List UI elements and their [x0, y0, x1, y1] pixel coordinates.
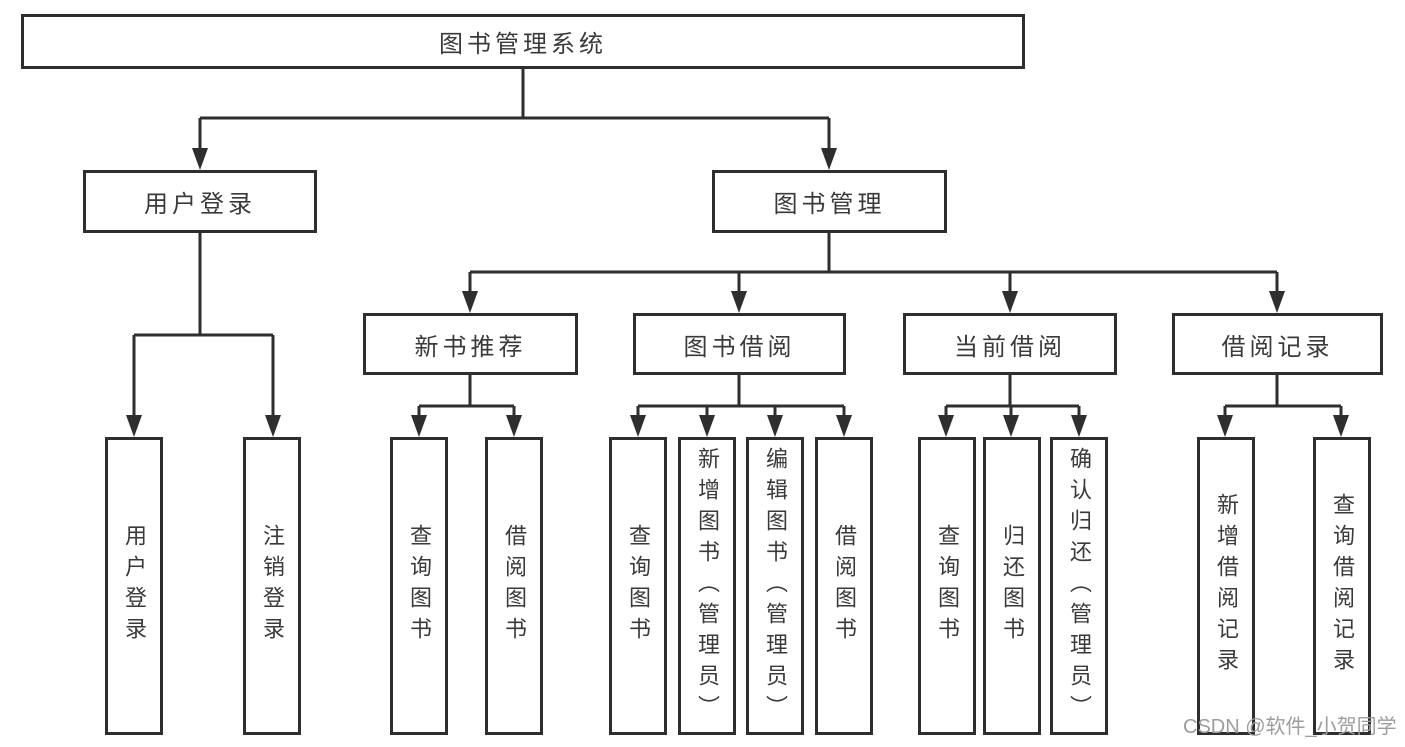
leaf-add-borrow-record: 新增借阅记录	[1197, 437, 1255, 735]
leaf-label: 归还图书	[1000, 524, 1025, 648]
arrowheads	[126, 148, 1349, 437]
leaf-label: 查询借阅记录	[1330, 493, 1355, 679]
leaf-confirm-return-admin: 确认归还（管理员）	[1050, 437, 1108, 735]
node-borrowing-records: 借阅记录	[1172, 313, 1383, 375]
node-user-login: 用户登录	[83, 170, 317, 233]
leaf-label: 新增借阅记录	[1214, 493, 1239, 679]
leaf-query-books-current: 查询图书	[918, 437, 976, 735]
leaf-label: 确认归还（管理员）	[1067, 446, 1092, 726]
leaf-query-books-borrow: 查询图书	[609, 437, 667, 735]
leaf-borrow-books: 借阅图书	[815, 437, 873, 735]
leaf-label: 查询图书	[626, 524, 651, 648]
node-label: 用户登录	[144, 191, 256, 218]
node-book-borrowing: 图书借阅	[633, 313, 846, 375]
leaf-user-login: 用户登录	[105, 437, 163, 735]
node-current-borrowing: 当前借阅	[903, 313, 1117, 375]
node-library-management-system: 图书管理系统	[21, 14, 1025, 69]
leaf-add-book-admin: 新增图书（管理员）	[678, 437, 736, 735]
leaf-label: 编辑图书（管理员）	[763, 446, 788, 726]
node-new-book-recommendation: 新书推荐	[363, 313, 578, 375]
leaf-return-books: 归还图书	[983, 437, 1041, 735]
leaf-label: 用户登录	[122, 524, 147, 648]
leaf-query-books-recommend: 查询图书	[390, 437, 448, 735]
leaf-label: 借阅图书	[832, 524, 857, 648]
leaf-query-borrow-record: 查询借阅记录	[1313, 437, 1371, 735]
leaf-label: 查询图书	[407, 524, 432, 648]
leaf-logout: 注销登录	[243, 437, 301, 735]
node-label: 图书借阅	[683, 333, 796, 361]
leaf-borrow-books-recommend: 借阅图书	[485, 437, 543, 735]
node-label: 图书管理系统	[439, 31, 607, 58]
leaf-label: 新增图书（管理员）	[695, 446, 720, 726]
node-book-management: 图书管理	[712, 170, 947, 233]
node-label: 新书推荐	[414, 333, 527, 361]
leaf-edit-book-admin: 编辑图书（管理员）	[746, 437, 804, 735]
leaf-label: 查询图书	[935, 524, 960, 648]
node-label: 借阅记录	[1221, 333, 1334, 361]
leaf-label: 借阅图书	[502, 524, 527, 648]
node-label: 当前借阅	[954, 333, 1066, 361]
csdn-watermark: CSDN @软件_小贺同学	[1183, 716, 1397, 738]
leaf-label: 注销登录	[260, 524, 285, 648]
node-label: 图书管理	[773, 191, 886, 218]
